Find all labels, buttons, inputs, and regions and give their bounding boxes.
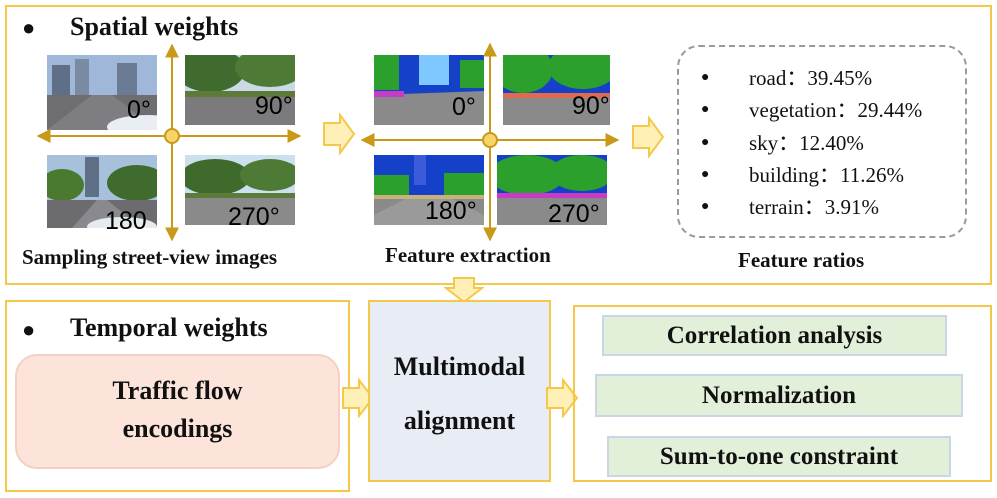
temporal-weights-heading: Temporal weights (70, 313, 268, 342)
feature-ratios-box: ● road：39.45% ● vegetation：29.44% ● sky：… (677, 45, 967, 238)
ratio-text: sky：12.40% (749, 131, 864, 155)
caption-feature-extraction: Feature extraction (385, 243, 551, 267)
segmentation-image-0 (374, 55, 484, 125)
caption-feature-ratios: Feature ratios (738, 248, 865, 272)
segmentation-image-270 (497, 155, 607, 225)
segmentation-image-90 (503, 55, 610, 125)
segmentation-image-180 (374, 155, 484, 225)
ratio-bullet: ● (701, 167, 710, 182)
arrow-right-icon (632, 116, 665, 158)
street-view-image-0 (47, 55, 157, 130)
alignment-line1: Multimodal (393, 352, 526, 381)
street-view-image-270 (185, 155, 295, 225)
angle-label-0: 0° (127, 96, 151, 124)
photo-axes (36, 43, 302, 242)
normalization-step: Normalization (595, 374, 963, 417)
street-view-image-180 (47, 155, 157, 228)
sum-to-one-constraint-label: Sum-to-one constraint (659, 443, 899, 470)
angle-label-90: 90° (255, 92, 293, 120)
ratio-bullet: ● (701, 135, 710, 150)
multimodal-alignment-box: Multimodal alignment (368, 300, 551, 482)
traffic-flow-line2: encodings (122, 414, 233, 443)
correlation-analysis-step: Correlation analysis (602, 315, 947, 356)
arrow-right-icon (546, 378, 579, 418)
arrow-right-icon (323, 113, 356, 155)
processing-steps-panel (573, 305, 992, 482)
arrow-right-icon (342, 378, 375, 418)
normalization-label: Normalization (701, 382, 857, 409)
angle-label-270: 270° (228, 203, 280, 231)
traffic-flow-encodings-box: Traffic flow encodings (15, 354, 340, 469)
ratio-bullet: ● (701, 199, 710, 214)
angle-label-180: 180 (105, 207, 147, 235)
ratio-text: terrain：3.91% (749, 195, 880, 219)
seg-angle-label-180: 180° (425, 197, 477, 225)
traffic-flow-line1: Traffic flow (112, 376, 243, 405)
ratio-text: road：39.45% (749, 66, 873, 90)
seg-angle-label-90: 90° (572, 92, 610, 120)
ratio-text: building：11.26% (749, 163, 904, 187)
temporal-bullet: ● (22, 317, 36, 342)
street-view-image-90 (185, 55, 295, 125)
ratio-bullet: ● (701, 102, 710, 117)
ratio-text: vegetation：29.44% (749, 98, 923, 122)
sum-to-one-constraint-step: Sum-to-one constraint (607, 436, 951, 477)
caption-sampling-street-view-images: Sampling street-view images (22, 245, 278, 269)
segmentation-axes (360, 42, 620, 242)
arrow-down-icon (444, 277, 484, 304)
ratio-bullet: ● (701, 70, 710, 85)
spatial-weights-panel (5, 5, 992, 285)
seg-angle-label-0: 0° (452, 93, 476, 121)
spatial-bullet: ● (22, 15, 36, 40)
correlation-analysis-label: Correlation analysis (666, 322, 883, 349)
seg-angle-label-270: 270° (548, 200, 600, 228)
spatial-weights-heading: Spatial weights (70, 12, 239, 41)
alignment-line2: alignment (403, 406, 516, 435)
